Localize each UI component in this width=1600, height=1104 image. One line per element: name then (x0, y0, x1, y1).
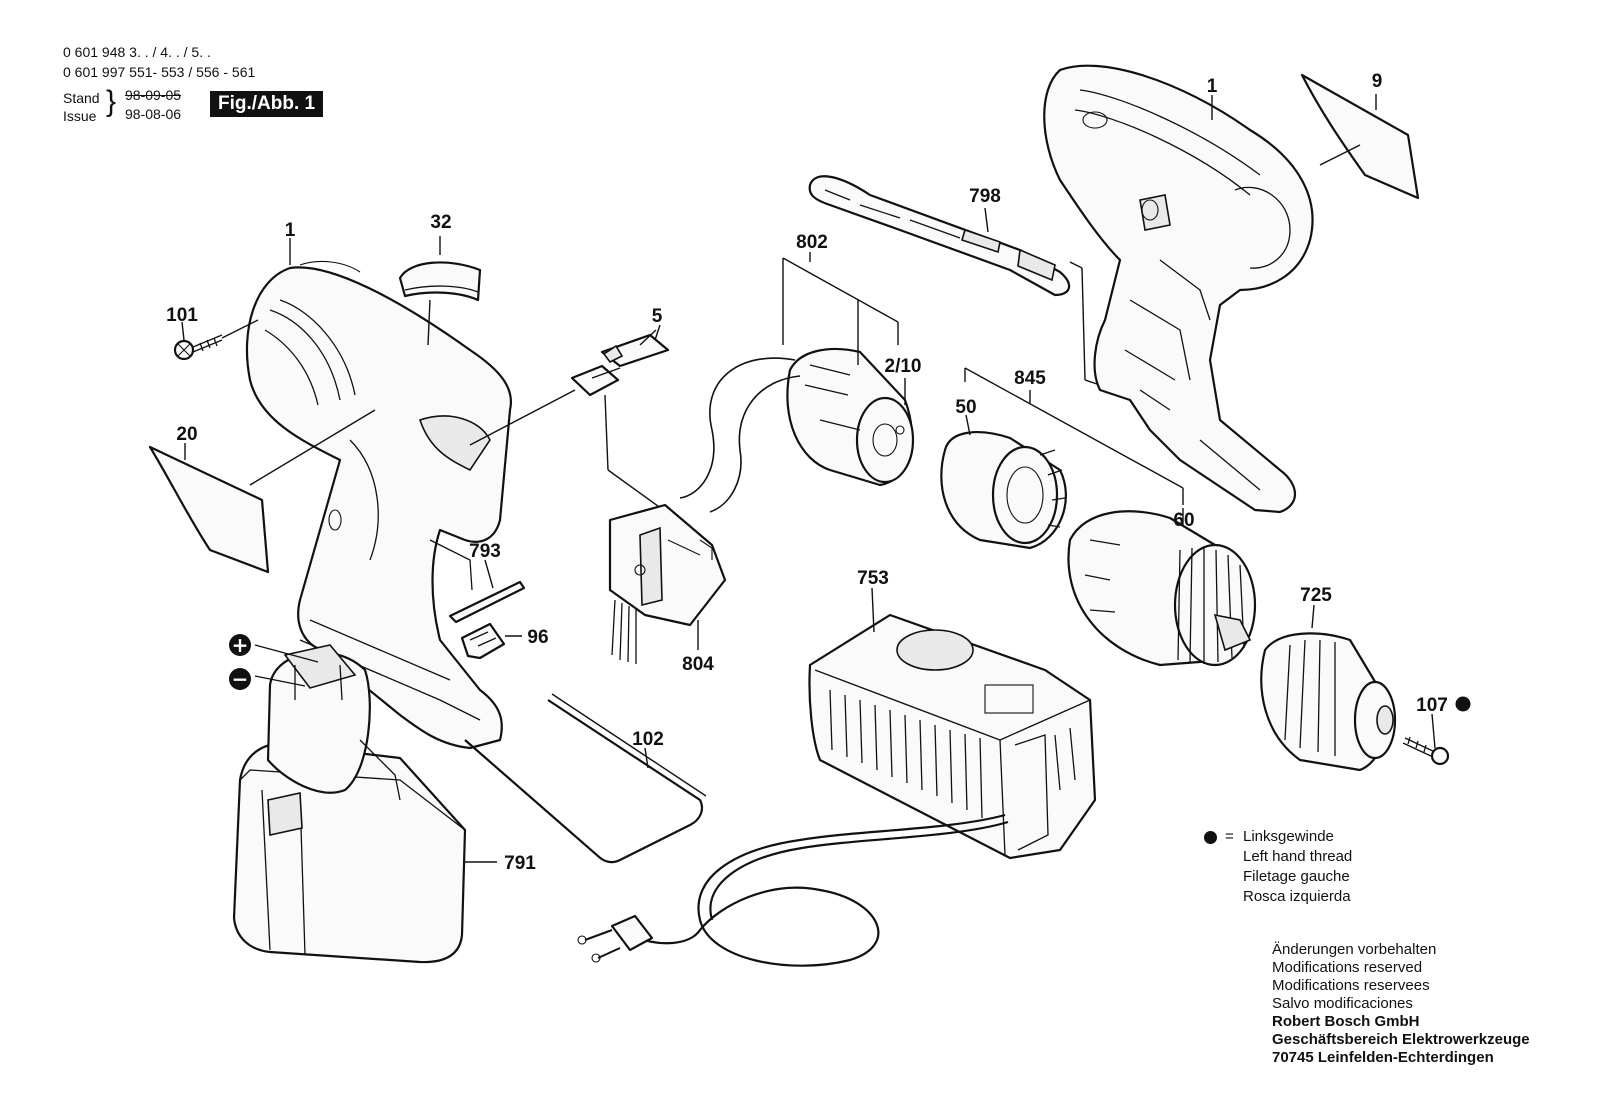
minus-symbol: − (229, 667, 251, 691)
strap-798 (808, 175, 1101, 386)
plus-symbol: + (229, 633, 251, 657)
label-1-left: 1 (285, 220, 296, 241)
label-9: 9 (1372, 71, 1383, 92)
label-845: 845 (1014, 368, 1046, 389)
note-line-en: Modifications reserved (1272, 959, 1423, 976)
label-791: 791 (504, 853, 536, 874)
legend-line-es: Rosca izquierda (1243, 888, 1351, 905)
brace-glyph: } (106, 85, 117, 118)
switch-cap-32 (398, 236, 482, 346)
note-line-de: Änderungen vorbehalten (1272, 941, 1437, 958)
label-102: 102 (632, 729, 664, 750)
issue-label: Issue (63, 108, 97, 124)
company-division: Geschäftsbereich Elektrowerkzeuge (1272, 1031, 1530, 1048)
housing-right-half (1043, 64, 1314, 514)
label-60: 60 (1173, 510, 1194, 531)
switch-804 (608, 503, 727, 664)
gearbox-60 (1067, 508, 1257, 667)
chuck-725 (1260, 604, 1397, 772)
leader-5 (654, 324, 661, 341)
label-32: 32 (430, 212, 451, 233)
label-802: 802 (796, 232, 828, 253)
battery-791 (232, 644, 497, 964)
model-numbers-line-1: 0 601 948 3. . / 4. . / 5. . (63, 44, 211, 60)
legend-line-de: Linksgewinde (1243, 828, 1334, 845)
label-798: 798 (969, 186, 1001, 207)
stand-date: 98-09-05 (125, 87, 182, 103)
nameplate-9 (1300, 73, 1420, 200)
screw-101 (173, 319, 259, 361)
label-107: 107 (1416, 695, 1448, 716)
slider-5 (469, 329, 706, 541)
legend: = Linksgewinde Left hand thread Filetage… (1204, 827, 1353, 907)
label-50: 50 (955, 397, 976, 418)
notes-block: Änderungen vorbehalten Modifications res… (1272, 941, 1530, 1067)
label-725: 725 (1300, 585, 1332, 606)
charger-753 (808, 587, 1097, 860)
left-hand-thread-dot-107 (1455, 696, 1471, 712)
power-cord (577, 813, 1009, 967)
minus-glyph: − (232, 667, 249, 691)
plus-glyph: + (232, 633, 249, 657)
label-1-right: 1 (1207, 76, 1218, 97)
bracket-802 (782, 257, 899, 365)
label-2-10: 2/10 (885, 356, 922, 377)
motor-2-10 (679, 347, 915, 513)
screw-107 (1402, 713, 1450, 766)
belt-clip-102 (464, 693, 707, 864)
company-name: Robert Bosch GmbH (1272, 1013, 1420, 1030)
housing-left-half (245, 260, 513, 750)
label-101: 101 (166, 305, 198, 326)
label-753: 753 (857, 568, 889, 589)
bit-793 (448, 559, 526, 624)
gearbox-housing-50 (940, 414, 1067, 550)
label-20: 20 (176, 424, 197, 445)
figure-badge: Fig./Abb. 1 (210, 91, 324, 117)
legend-equals: = (1225, 828, 1234, 845)
note-line-fr: Modifications reservees (1272, 977, 1430, 994)
issue-date: 98-08-06 (125, 106, 182, 122)
note-line-es: Salvo modificaciones (1272, 995, 1413, 1012)
bit-holder-96 (460, 622, 522, 660)
label-804: 804 (682, 654, 714, 675)
model-numbers-line-2: 0 601 997 551- 553 / 556 - 561 (63, 64, 256, 80)
bracket-845 (964, 367, 1184, 505)
left-hand-thread-dot (1204, 830, 1217, 844)
stand-label: Stand (63, 90, 100, 106)
legend-line-fr: Filetage gauche (1243, 868, 1350, 885)
legend-line-en: Left hand thread (1243, 848, 1353, 865)
label-96: 96 (527, 627, 548, 648)
label-5: 5 (652, 306, 663, 327)
company-address: 70745 Leinfelden-Echterdingen (1272, 1049, 1494, 1066)
label-793: 793 (469, 541, 501, 562)
nameplate-20 (148, 409, 376, 574)
